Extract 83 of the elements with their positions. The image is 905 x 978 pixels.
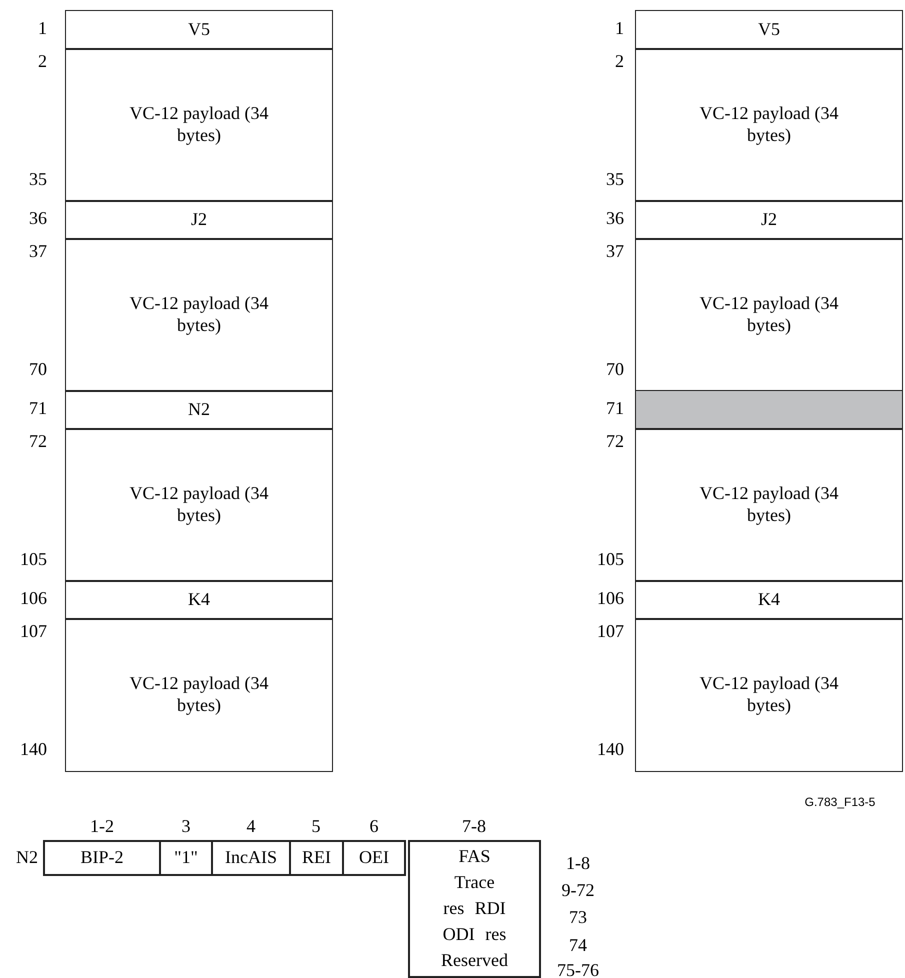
row-number: 105: [20, 549, 47, 570]
row-number: 107: [597, 621, 624, 642]
row-number: 1: [38, 18, 47, 39]
row-number: 105: [597, 549, 624, 570]
row-number: 106: [20, 588, 47, 609]
field-name: Reserved: [441, 950, 508, 972]
row-number: 2: [615, 51, 624, 72]
bit-number: 5: [312, 816, 320, 837]
field-name: VC-12 payload (34 bytes): [128, 103, 270, 146]
bit-number: 1-2: [90, 816, 114, 837]
field-name: VC-12 payload (34 bytes): [698, 483, 840, 526]
row-number: 37: [29, 241, 47, 262]
frame-row: [635, 428, 903, 582]
frame-row: [635, 48, 903, 202]
row-number: 70: [606, 359, 624, 380]
field-name: REI: [302, 847, 331, 869]
field-name: V5: [188, 18, 210, 41]
row-number: 37: [606, 241, 624, 262]
field-name: Trace: [454, 872, 495, 894]
field-name: K4: [758, 588, 780, 611]
row-number: 72: [606, 431, 624, 452]
row-number: 35: [606, 169, 624, 190]
field-name: N2: [188, 398, 210, 421]
frame-row: [65, 200, 333, 240]
frame-row: [635, 580, 903, 620]
frame-row: [65, 580, 333, 620]
row-number: 36: [606, 208, 624, 229]
field-name: ODI res: [442, 924, 506, 946]
field-box: [408, 840, 541, 978]
row-number: 107: [20, 621, 47, 642]
byte-range: 1-8: [566, 853, 590, 874]
field-name: res RDI: [443, 898, 506, 920]
field-name: VC-12 payload (34 bytes): [698, 293, 840, 336]
frame-row: [65, 238, 333, 392]
row-number: 36: [29, 208, 47, 229]
field-name: V5: [758, 18, 780, 41]
figure-id: G.783_F13-5: [804, 795, 876, 809]
field-name: OEI: [359, 847, 389, 869]
frame-row: [65, 10, 333, 50]
frame-row: [65, 428, 333, 582]
field-name: BIP-2: [80, 847, 124, 869]
field-name: VC-12 payload (34 bytes): [128, 673, 270, 716]
frame-row: [65, 390, 333, 430]
field-name: J2: [760, 208, 777, 231]
field-name: J2: [190, 208, 207, 231]
shaded-row: [635, 390, 903, 430]
frame-row: [65, 618, 333, 772]
row-number: 1: [615, 18, 624, 39]
frame-row: [635, 200, 903, 240]
field-name: VC-12 payload (34 bytes): [698, 673, 840, 716]
row-number: 2: [38, 51, 47, 72]
field-name: IncAIS: [225, 847, 277, 869]
row-number: 71: [29, 398, 47, 419]
field-name: "1": [174, 847, 198, 869]
row-number: 70: [29, 359, 47, 380]
field-name: VC-12 payload (34 bytes): [698, 103, 840, 146]
byte-range: 74: [569, 935, 587, 956]
field-name: VC-12 payload (34 bytes): [128, 483, 270, 526]
bit-number: 7-8: [462, 816, 486, 837]
frame-row: [635, 10, 903, 50]
field-box: [342, 840, 406, 876]
field-box: [43, 840, 161, 876]
byte-range: 9-72: [562, 880, 594, 901]
bit-number: 6: [370, 816, 378, 837]
field-name: FAS: [458, 846, 490, 868]
row-number: 140: [597, 739, 624, 760]
field-name: K4: [188, 588, 210, 611]
row-number: 106: [597, 588, 624, 609]
field-box: [159, 840, 213, 876]
row-number: 35: [29, 169, 47, 190]
row-number: 71: [606, 398, 624, 419]
bit-number: 3: [182, 816, 190, 837]
field-name: VC-12 payload (34 bytes): [128, 293, 270, 336]
row-name: N2: [16, 847, 38, 868]
byte-range: 73: [569, 907, 587, 928]
field-box: [289, 840, 344, 876]
byte-range: 75-76: [557, 960, 599, 978]
field-box: [211, 840, 291, 876]
row-number: 140: [20, 739, 47, 760]
bit-number: 4: [246, 816, 256, 837]
frame-row: [635, 618, 903, 772]
row-number: 72: [29, 431, 47, 452]
frame-row: [65, 48, 333, 202]
